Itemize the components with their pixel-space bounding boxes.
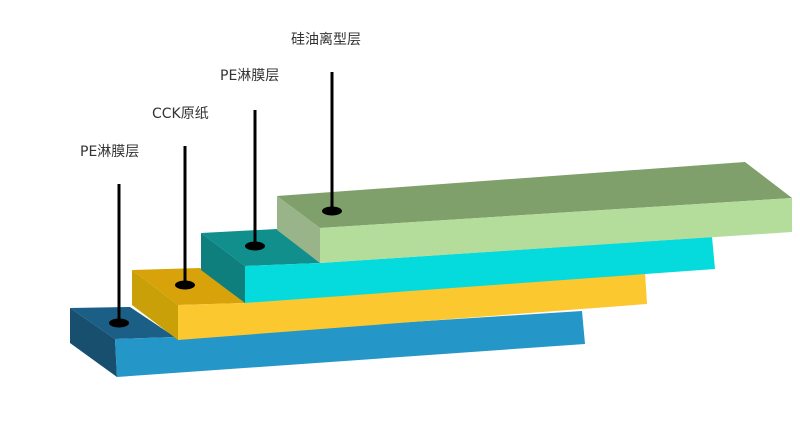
callout-pe-bottom-dot — [109, 318, 129, 328]
layer-silicone-top-face — [277, 162, 792, 228]
callout-pe-top: PE淋膜层 — [220, 68, 279, 251]
callout-silicone-label: 硅油离型层 — [291, 31, 361, 48]
callout-cck-label: CCK原纸 — [152, 106, 209, 122]
layer-silicone-side-face — [277, 196, 320, 263]
callout-cck: CCK原纸 — [152, 106, 209, 290]
callout-pe-top-label: PE淋膜层 — [220, 68, 279, 84]
layer-silicone-front-face — [320, 198, 792, 263]
callout-silicone-dot — [322, 206, 342, 216]
callout-silicone: 硅油离型层 — [291, 31, 361, 216]
layer-pe-bottom-side-face — [70, 308, 117, 377]
layer-cck-side-face — [132, 270, 178, 340]
layer-pe-top-side-face — [201, 233, 245, 303]
callout-pe-top-dot — [245, 241, 265, 251]
layer-pe-bottom-front-face — [115, 311, 585, 377]
layer-cck-front-face — [178, 272, 647, 340]
callout-cck-dot — [175, 280, 195, 290]
callout-pe-bottom-label: PE淋膜层 — [80, 144, 139, 160]
layer-pe-top-front-face — [245, 237, 715, 303]
callout-pe-bottom: PE淋膜层 — [80, 144, 139, 328]
layer-silicone — [277, 162, 792, 263]
